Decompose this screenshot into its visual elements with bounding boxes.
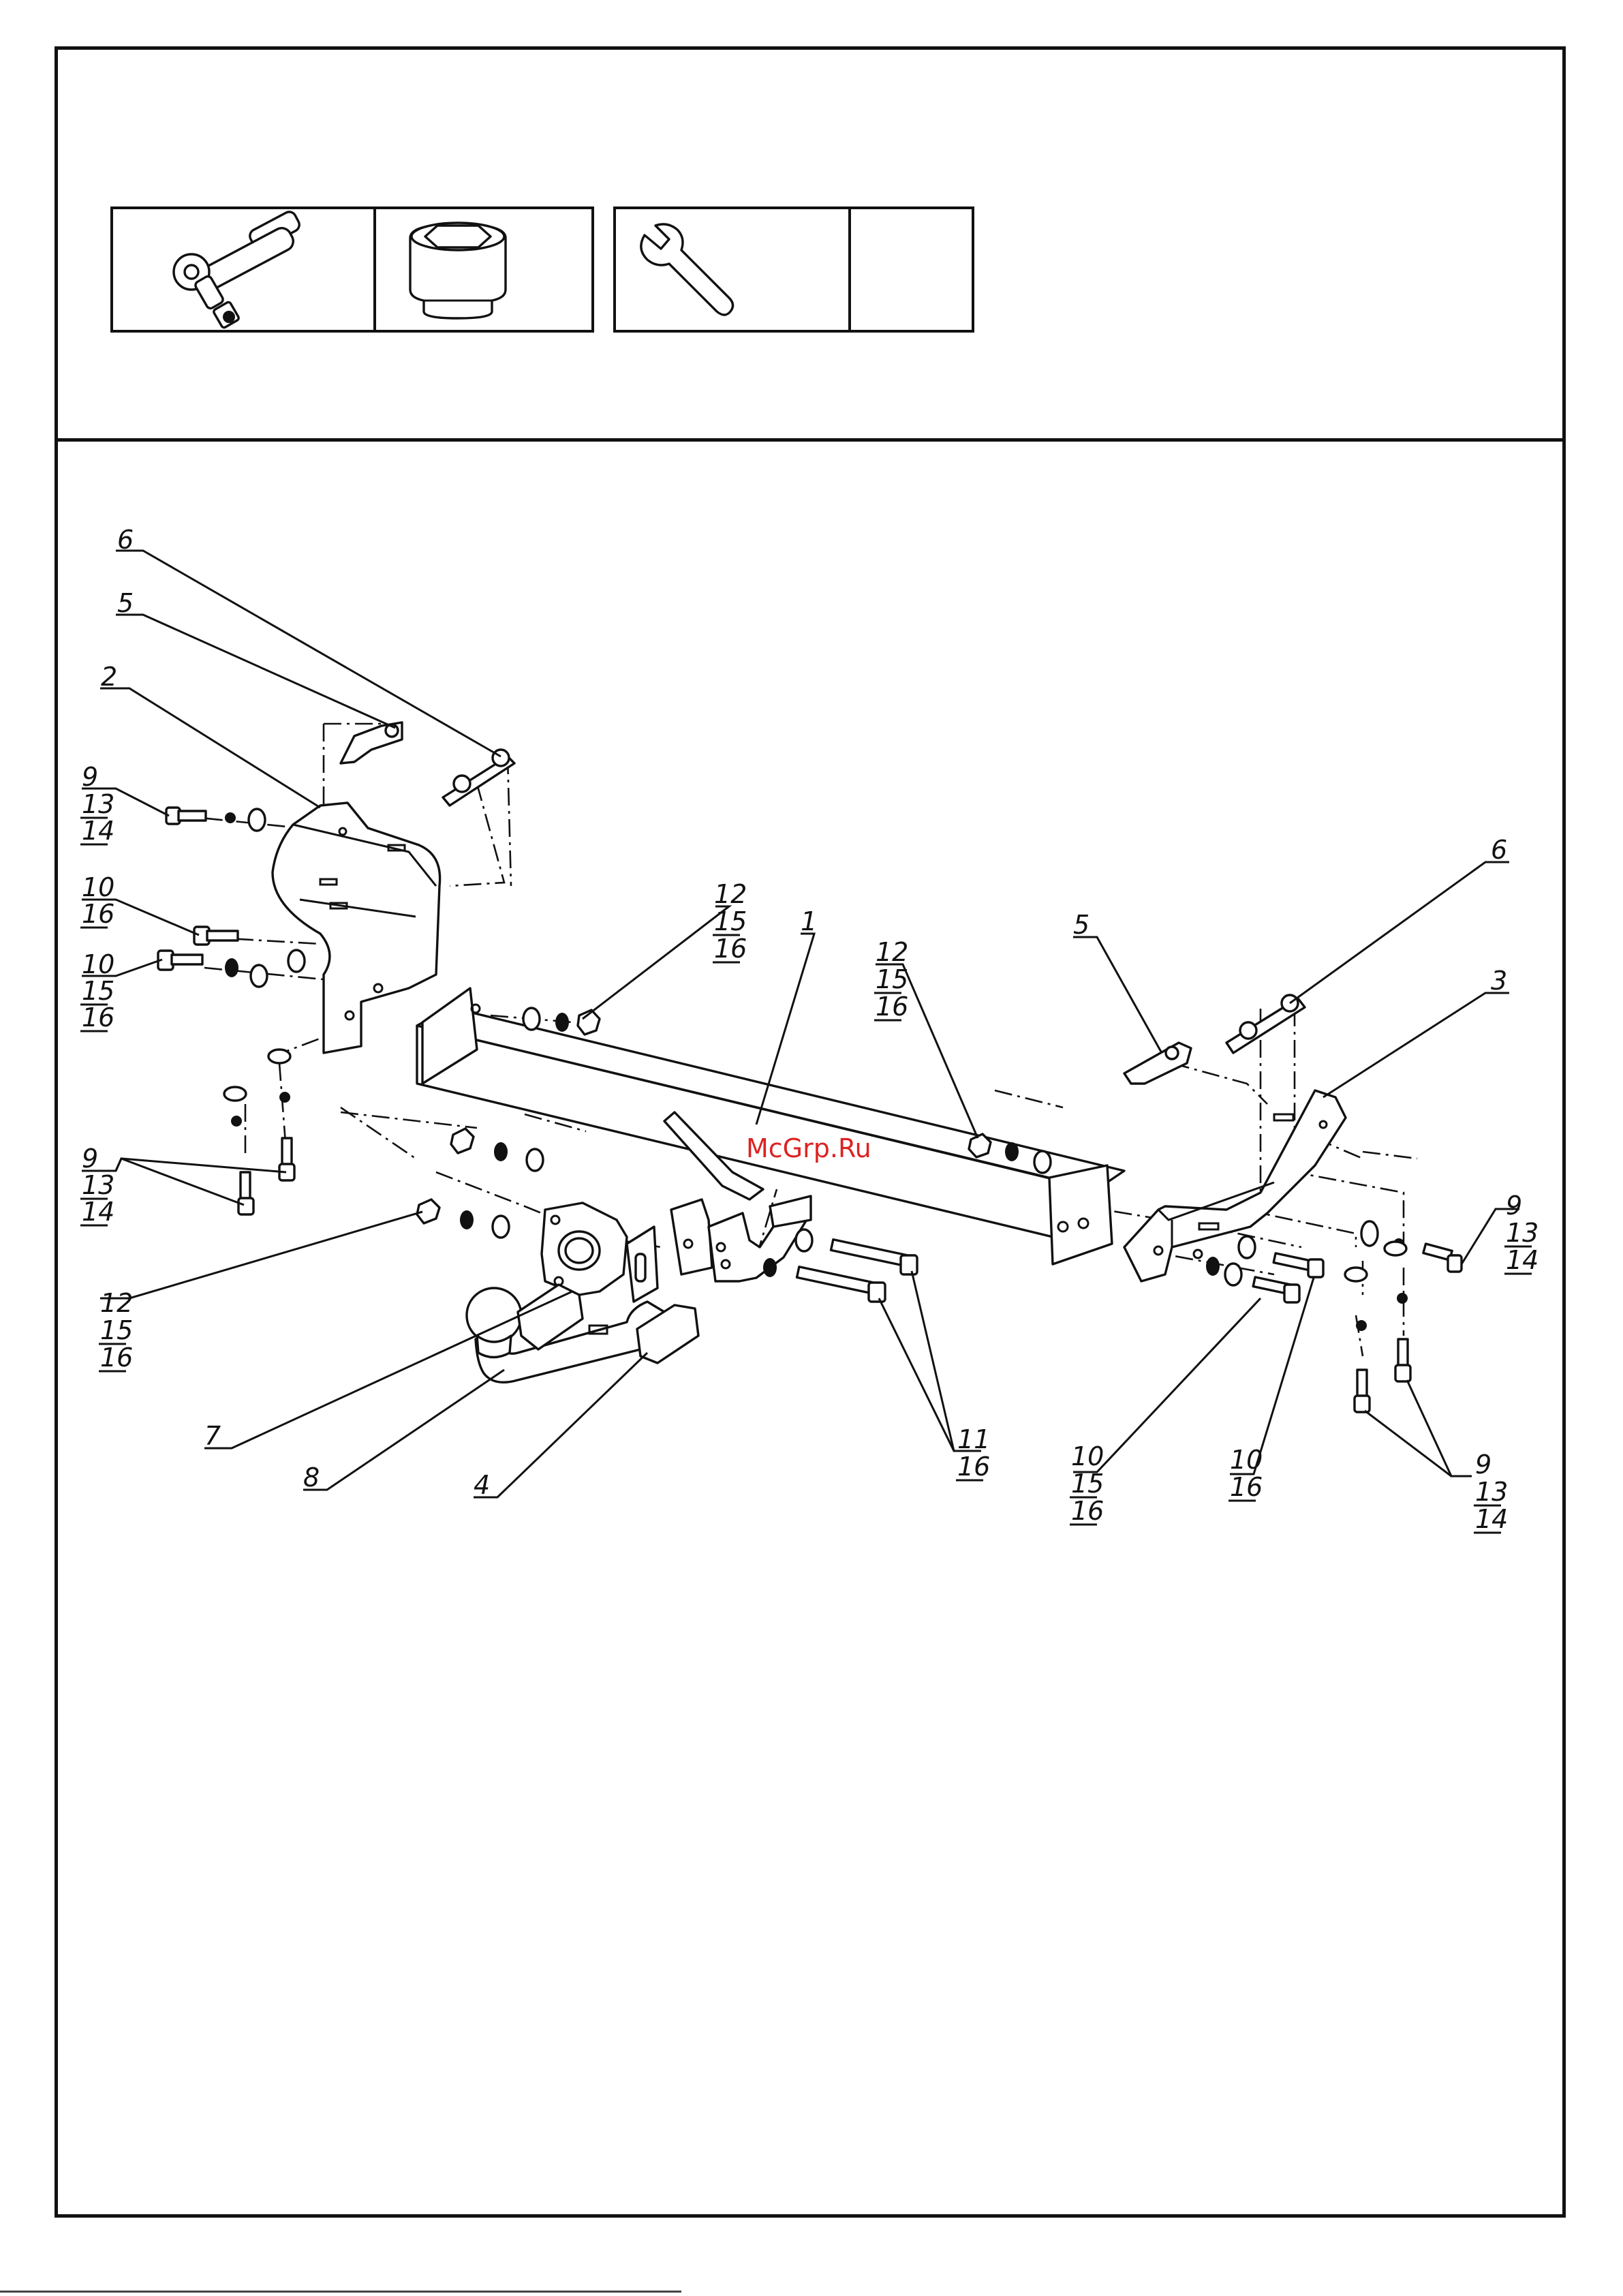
- clamp-plate-5-right: [1124, 1043, 1191, 1084]
- callout-10-left-b: 10: [82, 949, 114, 979]
- callout-9-left-top: 9: [82, 762, 98, 792]
- callout-10-right-b: 10: [1230, 1445, 1263, 1475]
- callout-8: 8: [303, 1463, 320, 1493]
- callout-1: 1: [801, 906, 817, 936]
- callout-16-left-a: 16: [82, 899, 114, 929]
- callout-9-right-bottom: 9: [1475, 1450, 1491, 1480]
- callout-15-right-a: 15: [1071, 1469, 1104, 1499]
- callout-10-left-a: 10: [82, 872, 114, 902]
- callout-9-right-top: 9: [1506, 1191, 1522, 1221]
- callout-10-right-a: 10: [1071, 1441, 1104, 1471]
- leader-lines: [82, 551, 1519, 1497]
- callout-15-left: 15: [714, 906, 747, 936]
- callout-14-left-top: 14: [82, 816, 114, 846]
- callout-7: 7: [204, 1421, 221, 1451]
- callout-15-center: 15: [876, 964, 908, 994]
- footer-line: [0, 2291, 681, 2293]
- left-bracket-2: [273, 803, 440, 1053]
- ball-hitch-8: [467, 1285, 698, 1382]
- callout-6-right: 6: [1491, 835, 1507, 865]
- clamp-plate-5-left: [341, 722, 402, 763]
- callout-5-right: 5: [1073, 910, 1089, 940]
- callout-16-left: 16: [714, 934, 747, 964]
- callout-labels: 6 5 2 9 13 14 10 16 10 15 16 9 13 14 12 …: [82, 525, 1539, 1534]
- callout-13-left-bottom: 13: [82, 1170, 114, 1200]
- watermark: McGrp.Ru: [746, 1133, 871, 1163]
- clamp-plate-6-left: [443, 750, 514, 806]
- callout-16-right-b: 16: [1230, 1472, 1263, 1502]
- callout-11: 11: [957, 1424, 990, 1454]
- callout-2: 2: [101, 662, 117, 692]
- callout-5-left: 5: [117, 588, 134, 618]
- callout-14-right-top: 14: [1506, 1245, 1539, 1275]
- callout-3: 3: [1491, 966, 1507, 996]
- callout-4: 4: [474, 1470, 490, 1500]
- callout-14-left-bottom: 14: [82, 1197, 114, 1227]
- callout-16-right-a: 16: [1071, 1496, 1104, 1526]
- callout-9-left-bottom: 9: [82, 1144, 98, 1174]
- callout-16-bolts: 16: [957, 1452, 990, 1482]
- callout-13-right-bottom: 13: [1475, 1477, 1508, 1507]
- clamp-plate-6-right: [1226, 995, 1305, 1053]
- callout-12-socket: 12: [100, 1288, 133, 1318]
- callout-6-left: 6: [117, 525, 134, 555]
- callout-14-right-bottom: 14: [1475, 1504, 1508, 1534]
- callout-13-left-top: 13: [82, 789, 114, 819]
- right-bracket-3: [1124, 1090, 1346, 1281]
- callout-16-center: 16: [876, 992, 908, 1022]
- callout-13-right-top: 13: [1506, 1218, 1539, 1248]
- callout-16-left-b: 16: [82, 1002, 114, 1032]
- callout-16-socket: 16: [100, 1343, 133, 1373]
- callout-12-center: 12: [876, 937, 908, 967]
- callout-12-left: 12: [714, 879, 747, 909]
- cross-beam-1: [417, 988, 1124, 1264]
- callout-15-left-b: 15: [82, 976, 114, 1006]
- callout-15-socket: 15: [100, 1315, 133, 1345]
